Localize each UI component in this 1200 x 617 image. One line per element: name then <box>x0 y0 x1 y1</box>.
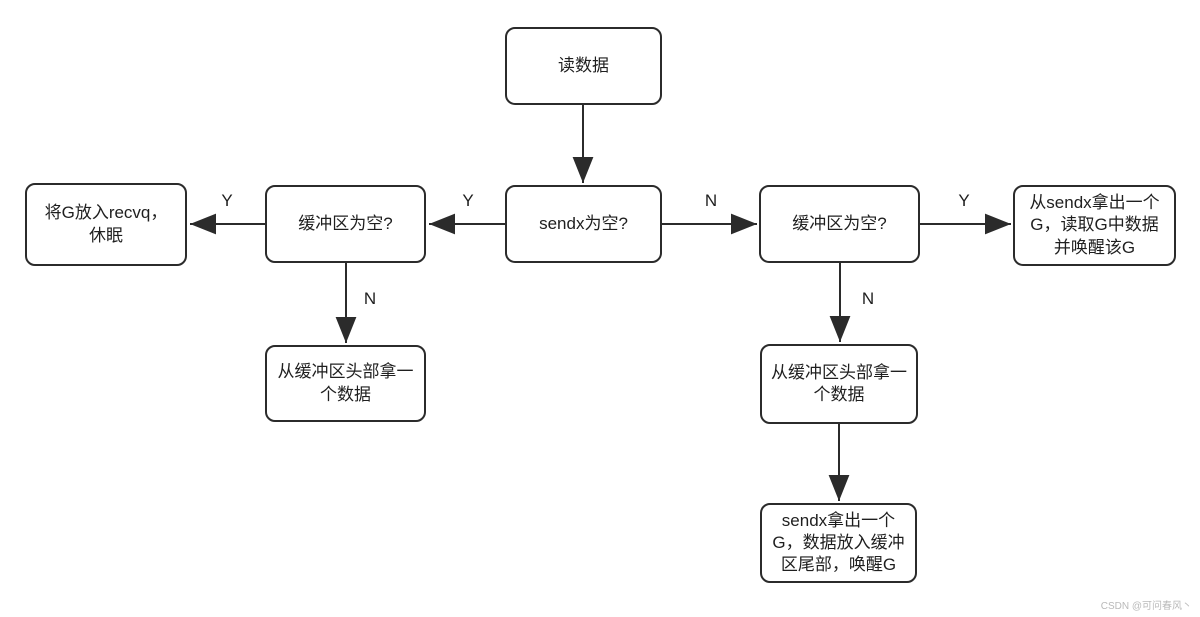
node-take-g-from-sendx: 从sendx拿出一个 G，读取G中数据 并唤醒该G <box>1013 185 1176 266</box>
node-read-data: 读数据 <box>505 27 662 105</box>
edge-label-leftbuffer-down-n: N <box>363 289 377 308</box>
watermark: CSDN @可问春风丶 <box>1100 601 1192 612</box>
edge-label-sendx-leftbuffer-y: Y <box>462 191 474 210</box>
node-sendx-take-g-put-buffer: sendx拿出一个 G，数据放入缓冲 区尾部，唤醒G <box>760 503 917 583</box>
node-take-from-buffer-head-left: 从缓冲区头部拿一 个数据 <box>265 345 426 422</box>
node-buffer-empty-left: 缓冲区为空? <box>265 185 426 263</box>
edge-label-leftbuffer-recvq-y: Y <box>221 191 233 210</box>
node-buffer-empty-right: 缓冲区为空? <box>759 185 920 263</box>
edge-label-rightbuffer-takeg-y: Y <box>958 191 970 210</box>
edge-label-rightbuffer-down-n: N <box>861 289 875 308</box>
node-put-g-in-recvq: 将G放入recvq， 休眠 <box>25 183 187 266</box>
node-take-from-buffer-head-right: 从缓冲区头部拿一 个数据 <box>760 344 918 424</box>
edge-label-sendx-rightbuffer-n: N <box>704 191 718 210</box>
node-sendx-empty: sendx为空? <box>505 185 662 263</box>
